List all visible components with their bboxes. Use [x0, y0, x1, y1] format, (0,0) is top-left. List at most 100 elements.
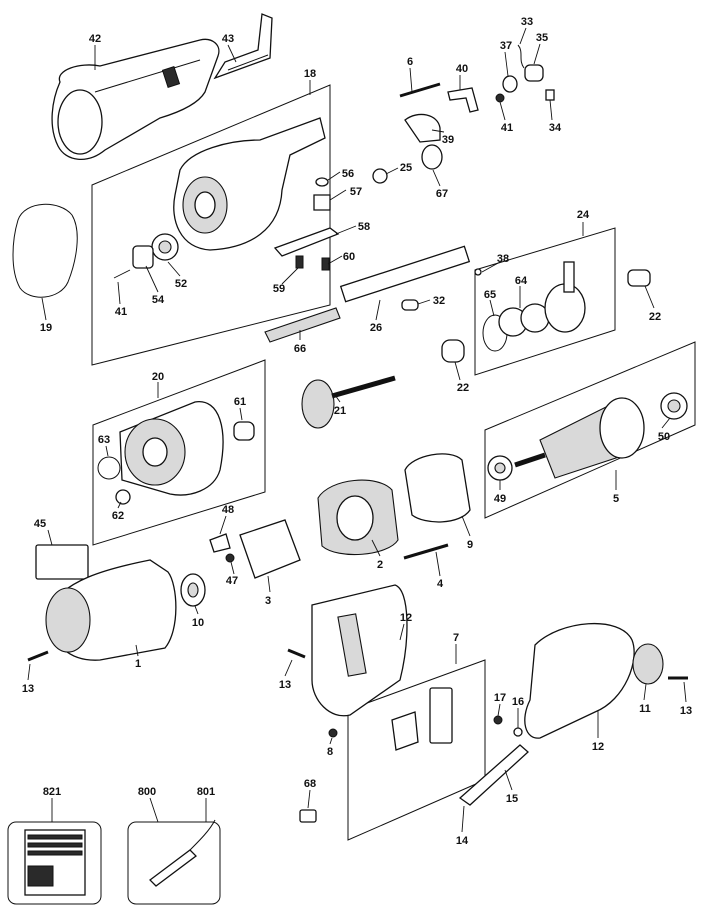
label-part-45	[35, 544, 89, 580]
leader-50	[661, 417, 671, 429]
brush-part-48	[209, 533, 231, 553]
leader-14	[461, 805, 465, 833]
screw-part-8	[328, 728, 338, 738]
switch-part-7	[391, 687, 453, 751]
leader-68	[307, 789, 311, 809]
callout-61: 61	[234, 396, 246, 408]
callout-7: 7	[453, 632, 459, 644]
callout-800: 800	[138, 786, 156, 798]
bolt-part-6	[399, 82, 441, 98]
leader-800	[149, 797, 159, 823]
leader-45	[47, 529, 53, 546]
callout-58: 58	[358, 221, 370, 233]
leader-52	[167, 261, 181, 277]
bearing-part-61	[233, 421, 255, 441]
bushing-part-57	[313, 194, 331, 211]
callout-32: 32	[433, 295, 445, 307]
leader-47	[230, 561, 235, 575]
leader-65	[489, 299, 495, 317]
callout-21: 21	[334, 405, 346, 417]
field-part-2	[317, 479, 399, 556]
callout-41-left: 41	[115, 306, 127, 318]
callout-59: 59	[273, 283, 285, 295]
callout-43: 43	[222, 33, 234, 45]
bar-part-66	[264, 307, 341, 343]
leader-61	[239, 407, 243, 421]
leader-15	[504, 769, 513, 791]
leader-41-left	[117, 281, 121, 305]
group-800-box	[127, 821, 221, 905]
armature-part-5	[514, 397, 645, 479]
callout-12-left: 12	[400, 612, 412, 624]
bearing-part-10	[180, 573, 206, 607]
leader-63	[105, 445, 109, 457]
bearing-assembly-part-24	[482, 261, 586, 352]
callout-5: 5	[613, 493, 619, 505]
leader-1	[135, 644, 139, 657]
leader-58	[335, 225, 357, 235]
callout-4: 4	[437, 578, 444, 590]
callout-22-right: 22	[649, 311, 661, 323]
leader-39	[431, 129, 445, 133]
ring-part-63	[97, 456, 121, 480]
leader-54	[145, 265, 159, 293]
bearing-part-52	[151, 233, 179, 261]
leader-6	[409, 67, 413, 93]
callout-14: 14	[456, 835, 469, 847]
callout-10: 10	[192, 617, 204, 629]
callout-821: 821	[43, 786, 61, 798]
leader-13-middle	[284, 659, 293, 677]
leader-21	[334, 394, 341, 403]
callout-18: 18	[304, 68, 316, 80]
callout-64: 64	[515, 275, 528, 287]
pin-part-32	[401, 299, 419, 311]
leader-11	[643, 683, 647, 701]
leader-8	[329, 737, 333, 745]
callout-66: 66	[294, 343, 306, 355]
bearing-part-50	[660, 392, 688, 420]
bushing-part-22-right	[627, 269, 651, 287]
gear-shaft-part-21	[301, 375, 396, 429]
pin-part-34	[545, 89, 555, 101]
clamp-part-39	[404, 113, 441, 143]
leader-26	[375, 299, 381, 321]
callout-2: 2	[377, 559, 383, 571]
callout-6: 6	[407, 56, 413, 68]
nut-part-16	[513, 727, 523, 737]
callout-45: 45	[34, 518, 46, 530]
baffle-part-9	[404, 453, 471, 523]
leader-56	[327, 171, 341, 181]
handle-half-part-12-right	[524, 623, 635, 739]
gear-case-part-18	[173, 117, 326, 251]
screw-part-13-left	[27, 650, 49, 662]
leader-17	[497, 703, 501, 717]
callout-8: 8	[327, 746, 333, 758]
callout-49: 49	[494, 493, 506, 505]
callout-41-top: 41	[501, 122, 513, 134]
leader-57	[329, 189, 347, 201]
washer-part-67	[421, 144, 443, 170]
motor-housing-part-1	[45, 559, 177, 661]
leader-2	[371, 539, 381, 557]
callout-25: 25	[400, 162, 412, 174]
bracket-part-43	[213, 13, 273, 80]
connector-part-68	[299, 809, 317, 823]
bushing-part-22-left	[441, 339, 465, 363]
nut-part-25	[372, 168, 388, 184]
screw-part-4	[403, 543, 449, 560]
callout-62: 62	[112, 510, 124, 522]
label-sheet-part-821	[24, 829, 86, 896]
leader-34	[549, 99, 553, 121]
callout-801: 801	[197, 786, 215, 798]
group-5-outline	[484, 341, 696, 519]
leader-38	[481, 261, 501, 273]
handle-half-part-12-left	[311, 584, 408, 717]
leader-3	[267, 575, 271, 593]
leader-60	[327, 255, 343, 265]
callout-16: 16	[512, 696, 524, 708]
bearing-part-49	[487, 455, 513, 481]
callout-26: 26	[370, 322, 382, 334]
leader-22-left	[454, 361, 461, 381]
callout-34: 34	[549, 122, 562, 134]
group-821-box	[7, 821, 102, 905]
